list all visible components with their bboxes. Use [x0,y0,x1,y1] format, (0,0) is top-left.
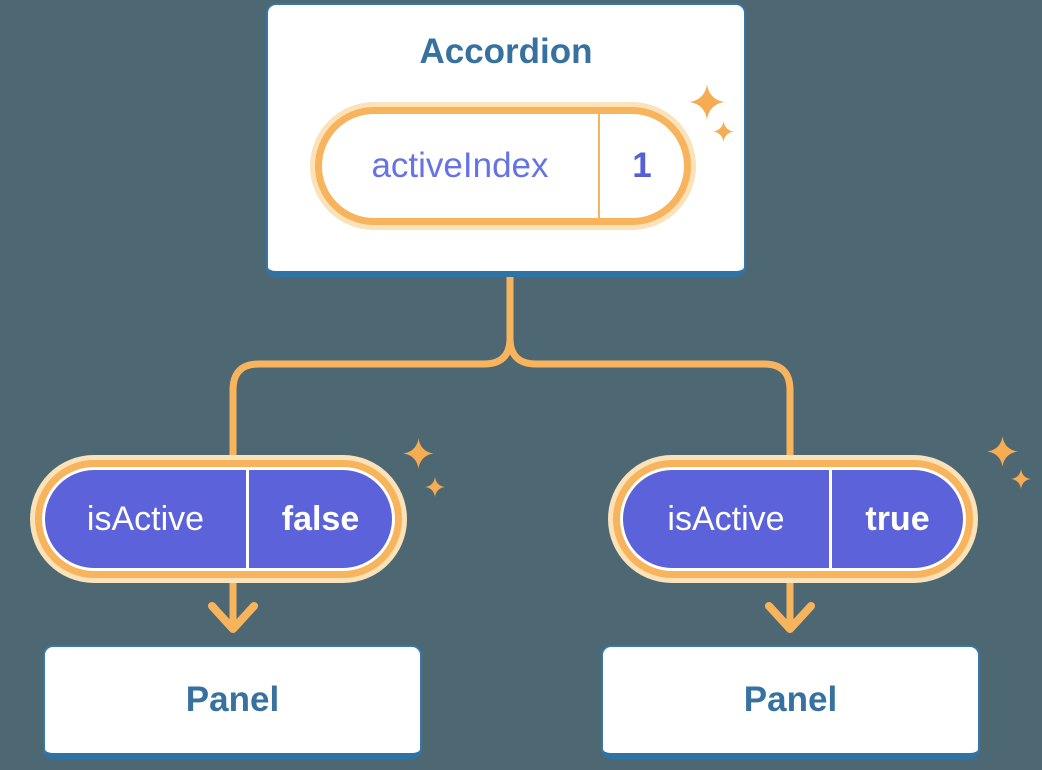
arrow-down-icon [765,602,815,633]
sparkle-icon [689,84,725,120]
prop-name: isActive [86,499,205,538]
panel-title: Panel [743,680,838,719]
prop-pill-body: isActive false [45,470,392,568]
panel-title: Panel [185,680,280,719]
sparkle-icon [1011,469,1031,489]
sparkle-icon [713,121,734,142]
pill-divider [246,470,249,568]
sparkle-icon [403,438,434,469]
accordion-title: Accordion [419,32,593,71]
sparkle-icon [425,477,445,497]
prop-pill-isactive-false: isActive false [30,455,407,583]
state-pill-content: activeIndex 1 [322,114,684,218]
arrow-down-icon [208,602,258,633]
prop-pill-isactive-true: isActive true [608,455,978,583]
state-name: activeIndex [371,146,549,185]
panel-component-box-left: Panel [43,645,422,759]
prop-pill-inner-ring: isActive false [42,467,395,571]
panel-component-box-right: Panel [601,645,980,759]
prop-pill-inner-ring: isActive true [620,467,966,571]
state-pill-ring: activeIndex 1 [315,107,691,225]
prop-pill-body: isActive true [623,470,963,568]
prop-pill-ring: isActive false [35,460,402,578]
pill-divider [829,470,832,568]
state-pill-activeindex: activeIndex 1 [310,102,696,230]
branch-line-right [506,273,794,624]
prop-name: isActive [667,499,785,538]
prop-value: false [281,499,360,538]
sparkle-icon [987,436,1018,467]
state-value: 1 [632,146,652,185]
prop-pill-ring: isActive true [613,460,973,578]
pill-divider [598,114,600,218]
prop-value: true [865,499,930,538]
